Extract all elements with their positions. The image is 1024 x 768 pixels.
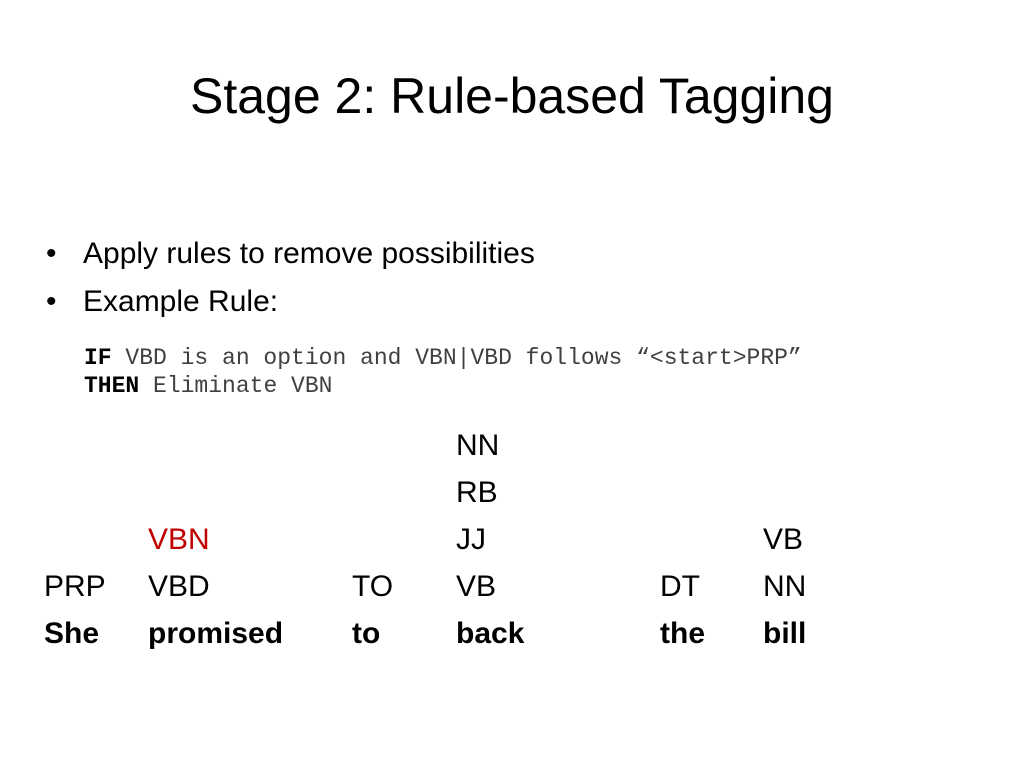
tag-vbn-promised: VBN [148,523,210,556]
tag-dt-the: DT [660,570,700,603]
slide-title: Stage 2: Rule-based Tagging [190,68,834,124]
rule-then-keyword: THEN [84,373,140,399]
word-bill: bill [763,617,807,650]
tag-vb-bill: VB [763,523,804,556]
bullet-dot-icon: • [46,285,57,318]
rule-if-keyword: IF [84,345,112,371]
tag-rb-back: RB [456,476,498,509]
tag-prp-she: PRP [44,570,106,603]
bullet-text: Apply rules to remove possibilities [83,237,535,270]
word-she: She [44,617,100,650]
tag-nn-bill: NN [763,570,807,603]
bullet-item: • Apply rules to remove possibilities [46,230,535,278]
tag-nn-back: NN [456,429,500,462]
tag-vb-back: VB [456,570,497,603]
rule-if-text: VBD is an option and VBN|VBD follows “<s… [111,345,802,371]
bullet-list: • Apply rules to remove possibilities • … [46,230,535,326]
tag-jj-back: JJ [456,523,486,556]
word-the: the [660,617,705,650]
word-to: to [352,617,381,650]
tag-vbd-promised: VBD [148,570,210,603]
word-back: back [456,617,525,650]
word-promised: promised [148,617,284,650]
rule-then-text: Eliminate VBN [139,373,333,399]
tag-to-to: TO [352,570,394,603]
bullet-text: Example Rule: [83,285,279,318]
example-rule: IF VBD is an option and VBN|VBD follows … [84,344,802,400]
bullet-dot-icon: • [46,237,57,270]
bullet-item: • Example Rule: [46,278,535,326]
